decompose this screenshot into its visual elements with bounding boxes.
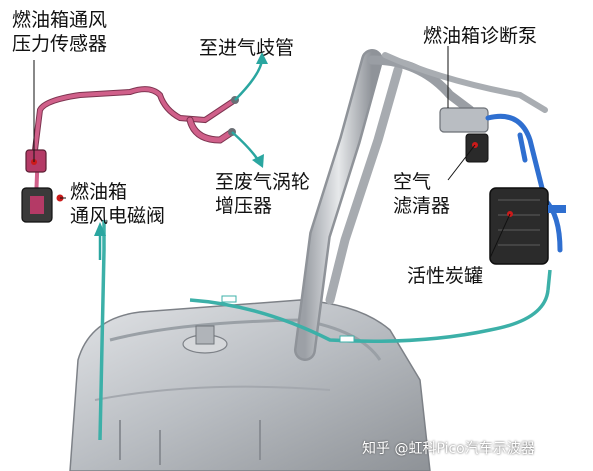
charcoal-canister [489,187,566,265]
label-vent-solenoid-valve: 燃油箱 通风电磁阀 [70,181,166,227]
watermark: 知乎 @虹科Pico汽车示波器 [362,441,535,457]
arrow-to-intake [256,52,268,64]
diagnostic-pump [439,107,489,163]
vent-line [98,220,552,441]
label-canister: 活性炭罐 [407,265,484,287]
label-to-intake-manifold: 至进气歧管 [199,37,295,59]
purge-line [32,86,239,201]
pump-line [485,113,563,253]
flow-arrows [94,52,268,260]
label-air-filter: 空气 滤清器 [393,171,451,217]
label-pressure-sensor: 燃油箱通风 压力传感器 [12,9,108,55]
label-diagnostic-pump: 燃油箱诊断泵 [423,25,538,47]
pointer-lines [33,46,511,259]
arrow-vent-up [94,222,106,236]
fuel-tank [69,299,431,471]
label-to-turbocharger: 至废气涡轮 增压器 [215,171,311,217]
arrow-to-turbo [252,154,264,168]
vent-solenoid-valve [21,187,64,223]
filler-pipe [294,49,548,361]
pressure-sensor [25,149,47,173]
